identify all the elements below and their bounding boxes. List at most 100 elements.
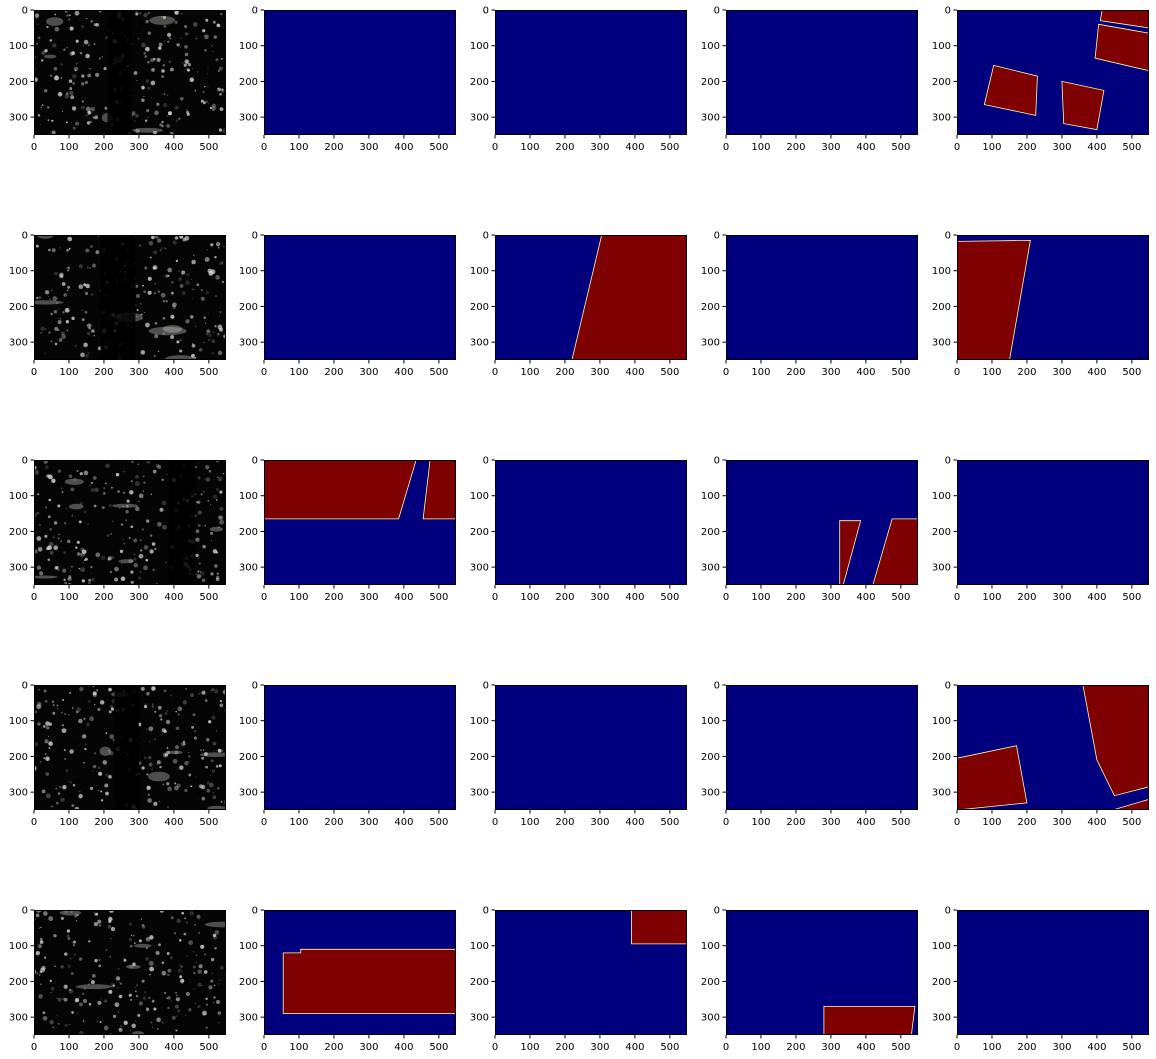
x-tick-label: 0 — [723, 142, 729, 153]
cloud-speck — [74, 954, 76, 956]
cloud-speck — [195, 954, 198, 957]
cloud-speck — [45, 721, 50, 726]
cloud-speck — [93, 911, 96, 914]
x-tick-label: 0 — [492, 1042, 498, 1053]
cloud-speck — [78, 520, 82, 524]
cloud-speck — [36, 296, 39, 299]
cloud-speck — [35, 913, 40, 918]
mask-region — [957, 239, 1031, 360]
cloud-speck — [186, 954, 189, 957]
cloud-speck — [186, 272, 190, 277]
cloud-speck — [188, 752, 190, 754]
cloud-speck — [195, 537, 200, 542]
cloud-speck — [159, 123, 163, 127]
y-tick-label: 100 — [470, 941, 489, 952]
cloud-speck — [108, 919, 112, 923]
cloud-speck — [105, 773, 109, 777]
cloud-speck — [134, 120, 136, 122]
x-tick-label: 0 — [31, 367, 37, 378]
cloud-speck — [139, 302, 142, 305]
cloud-speck — [167, 267, 173, 273]
cloud-speck — [218, 1022, 220, 1024]
x-tick-label: 500 — [660, 592, 679, 603]
cloud-speck — [63, 578, 66, 581]
cloud-speck — [67, 576, 72, 581]
cloud-speck — [201, 690, 206, 695]
cloud-speck — [205, 765, 208, 769]
cloud-speck — [154, 547, 157, 551]
x-tick-label: 100 — [289, 817, 308, 828]
cloud-speck — [83, 342, 88, 348]
cloud-speck — [180, 965, 183, 968]
cloud-speck — [161, 121, 164, 124]
cloud-speck — [147, 996, 151, 1000]
x-tick-label: 0 — [492, 367, 498, 378]
cloud-speck — [89, 267, 91, 269]
cloud-speck — [217, 1011, 222, 1015]
x-tick-label: 200 — [324, 142, 343, 153]
x-tick-label: 300 — [590, 592, 609, 603]
cloud-speck — [143, 96, 145, 98]
cloud-speck — [148, 961, 154, 966]
x-tick-label: 300 — [821, 817, 840, 828]
cloud-speck — [195, 573, 198, 576]
y-tick-label: 300 — [470, 563, 489, 574]
cloud-speck — [111, 520, 114, 523]
cloud-speck — [217, 246, 220, 249]
cloud-speck — [159, 765, 162, 769]
mask-background — [495, 10, 687, 135]
cloud-speck — [145, 558, 149, 562]
x-tick-label: 300 — [1052, 817, 1071, 828]
cloud-speck — [216, 1000, 220, 1004]
mask-region — [422, 460, 456, 520]
x-tick-label: 500 — [429, 142, 448, 153]
cloud-speck — [211, 339, 216, 344]
cloud-speck — [45, 793, 51, 799]
x-tick-label: 400 — [1087, 817, 1106, 828]
cloud-speck — [202, 749, 205, 751]
cloud-speck — [112, 1014, 117, 1019]
cloud-speck — [202, 101, 206, 105]
y-tick-label: 0 — [22, 231, 28, 242]
cloud-speck — [149, 256, 152, 259]
x-tick-label: 400 — [856, 367, 875, 378]
cloud-speck — [63, 997, 68, 1002]
y-tick-label: 200 — [470, 977, 489, 988]
mask-region — [1099, 10, 1149, 29]
cloud-band — [204, 921, 226, 928]
cloud-speck — [102, 760, 108, 765]
x-tick-label: 300 — [129, 142, 148, 153]
x-tick-label: 0 — [261, 367, 267, 378]
cloud-speck — [196, 914, 201, 919]
cloud-speck — [69, 87, 73, 90]
cloud-speck — [116, 1024, 118, 1026]
y-tick-label: 100 — [9, 266, 28, 277]
y-tick-label: 100 — [932, 41, 951, 52]
cloud-speck — [216, 572, 219, 575]
cloud-speck — [53, 75, 59, 81]
cloud-speck — [191, 259, 196, 265]
cloud-speck — [40, 326, 45, 331]
cloud-speck — [83, 717, 86, 720]
cloud-speck — [86, 17, 88, 20]
cloud-speck — [64, 522, 67, 525]
y-tick-label: 300 — [9, 113, 28, 124]
cloud-speck — [202, 973, 204, 975]
y-tick-label: 200 — [9, 977, 28, 988]
cloud-speck — [83, 987, 86, 990]
cloud-speck — [51, 552, 53, 554]
cloud-speck — [57, 469, 62, 473]
cloud-speck — [60, 540, 63, 542]
cloud-speck — [92, 691, 97, 696]
cloud-speck — [83, 510, 87, 514]
cloud-speck — [154, 334, 159, 339]
cloud-speck — [69, 26, 74, 31]
cloud-speck — [196, 574, 202, 579]
cloud-speck — [81, 318, 85, 322]
cloud-speck — [195, 1002, 197, 1004]
cloud-speck — [90, 331, 92, 333]
x-tick-label: 200 — [324, 367, 343, 378]
cloud-speck — [208, 985, 213, 990]
